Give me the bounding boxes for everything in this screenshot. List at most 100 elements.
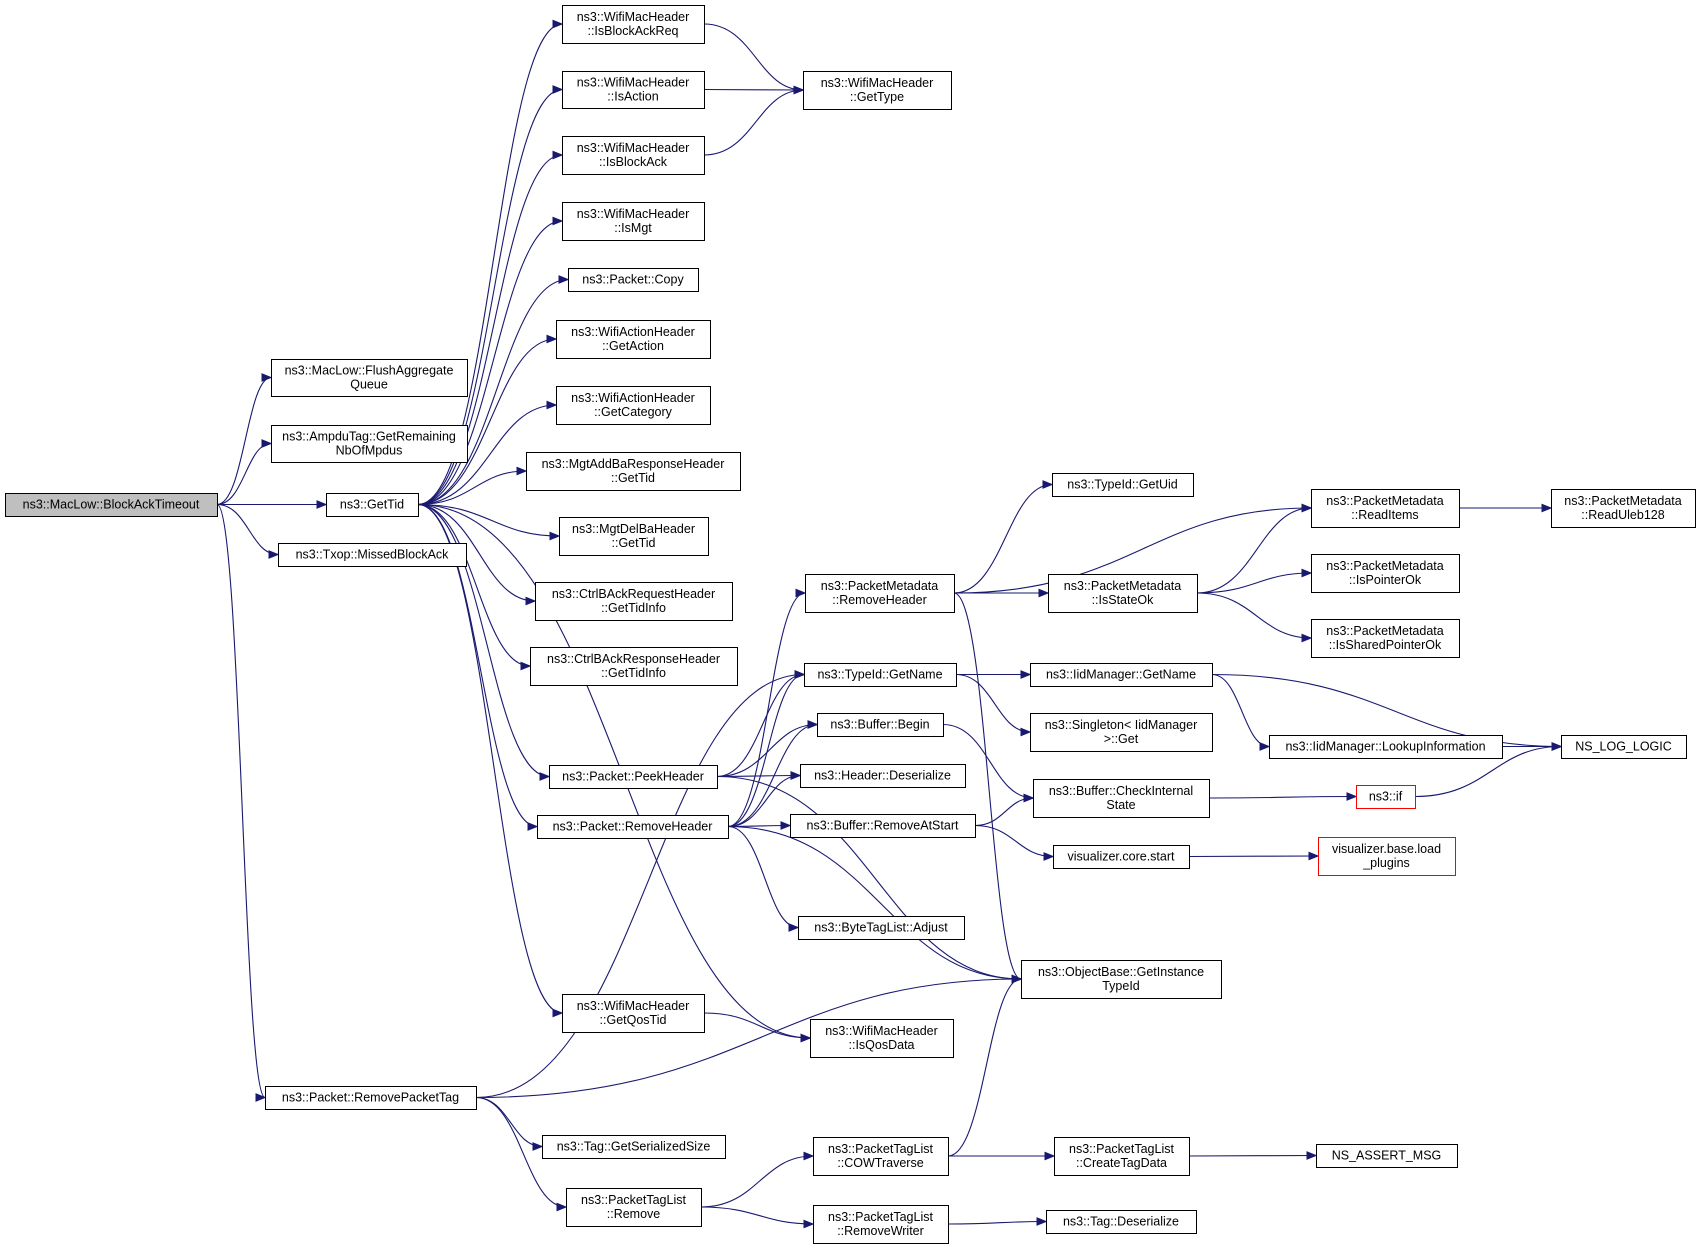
node-removeheader[interactable]: ns3::Packet::RemoveHeader bbox=[537, 815, 729, 839]
edge-line bbox=[703, 89, 804, 156]
node-box bbox=[556, 320, 711, 359]
node-nsloglogic[interactable]: NS_LOG_LOGIC bbox=[1561, 735, 1687, 759]
node-isqosdata[interactable]: ns3::WifiMacHeader::IsQosData bbox=[810, 1019, 954, 1058]
node-packetcopy[interactable]: ns3::Packet::Copy bbox=[568, 268, 699, 292]
arrowhead bbox=[1038, 588, 1050, 598]
node-isblockackreq[interactable]: ns3::WifiMacHeader::IsBlockAckReq bbox=[562, 5, 705, 44]
edge-line bbox=[953, 507, 1312, 594]
node-delbagettid[interactable]: ns3::MgtDelBaHeader::GetTid bbox=[559, 517, 709, 556]
node-removewriter[interactable]: ns3::PacketTagList::RemoveWriter bbox=[813, 1205, 949, 1244]
node-lookupinformation[interactable]: ns3::IidManager::LookupInformation bbox=[1269, 735, 1503, 759]
node-nsassertmsg[interactable]: NS_ASSERT_MSG bbox=[1316, 1144, 1458, 1168]
node-cowtraverse[interactable]: ns3::PacketTagList::COWTraverse bbox=[813, 1137, 949, 1176]
node-iidgetname[interactable]: ns3::IidManager::GetName bbox=[1030, 663, 1213, 687]
node-readitems[interactable]: ns3::PacketMetadata::ReadItems bbox=[1311, 489, 1460, 528]
node-box bbox=[530, 647, 738, 686]
node-issharedpointerok[interactable]: ns3::PacketMetadata::IsSharedPointerOk bbox=[1311, 619, 1460, 658]
node-loadplugins[interactable]: visualizer.base.load_plugins bbox=[1318, 837, 1456, 876]
node-label: ns3::Txop::MissedBlockAck bbox=[296, 548, 450, 562]
edge-line bbox=[1414, 745, 1562, 798]
arrowhead bbox=[1020, 727, 1032, 737]
node-gettype[interactable]: ns3::WifiMacHeader::GetType bbox=[803, 71, 952, 110]
node-label: Queue bbox=[350, 378, 388, 392]
node-bufferbegin[interactable]: ns3::Buffer::Begin bbox=[817, 713, 944, 737]
node-getcategory[interactable]: ns3::WifiActionHeader::GetCategory bbox=[556, 386, 711, 425]
node-getuid[interactable]: ns3::TypeId::GetUid bbox=[1052, 473, 1194, 497]
node-readuleb128[interactable]: ns3::PacketMetadata::ReadUleb128 bbox=[1551, 489, 1696, 528]
edge-line bbox=[475, 673, 805, 1099]
call-graph-nodes: ns3::MacLow::BlockAckTimeout ns3::MacLow:… bbox=[5, 5, 1696, 1244]
node-label: ::GetTidInfo bbox=[601, 666, 666, 680]
edge-isstateok-to-ispointerok bbox=[1196, 568, 1313, 594]
edge-line bbox=[955, 673, 1031, 733]
node-vizstart[interactable]: visualizer.core.start bbox=[1053, 845, 1190, 869]
edge-blockacktimeout-to-flushaggregate bbox=[216, 373, 273, 506]
arrowhead bbox=[1259, 742, 1271, 751]
edge-ptlremove-to-removewriter bbox=[700, 1206, 815, 1229]
node-box bbox=[1311, 489, 1460, 528]
node-nsif[interactable]: ns3::if bbox=[1356, 785, 1416, 809]
edge-gettid-to-getaction bbox=[417, 334, 558, 506]
node-createtagdata[interactable]: ns3::PacketTagList::CreateTagData bbox=[1054, 1137, 1190, 1176]
arrowhead bbox=[516, 466, 528, 476]
node-reqgettidinfo[interactable]: ns3::CtrlBAckRequestHeader::GetTidInfo bbox=[535, 582, 733, 621]
node-box bbox=[813, 1137, 949, 1176]
node-label: ::ReadItems bbox=[1351, 508, 1418, 522]
node-blockacktimeout[interactable]: ns3::MacLow::BlockAckTimeout bbox=[5, 493, 218, 517]
node-box bbox=[535, 582, 733, 621]
node-singletonget[interactable]: ns3::Singleton< IidManager>::Get bbox=[1030, 713, 1213, 752]
arrowhead bbox=[1301, 503, 1313, 513]
node-peekheader[interactable]: ns3::Packet::PeekHeader bbox=[549, 765, 718, 789]
edge-line bbox=[216, 503, 279, 556]
node-typeidgetname[interactable]: ns3::TypeId::GetName bbox=[804, 663, 957, 687]
node-respgettidinfo[interactable]: ns3::CtrlBAckResponseHeader::GetTidInfo bbox=[530, 647, 738, 686]
node-pmremoveheader[interactable]: ns3::PacketMetadata::RemoveHeader bbox=[805, 574, 955, 613]
node-headerdeserialize[interactable]: ns3::Header::Deserialize bbox=[800, 764, 966, 788]
node-getserializedsize[interactable]: ns3::Tag::GetSerializedSize bbox=[542, 1135, 726, 1159]
edge-line bbox=[216, 503, 266, 1099]
node-box bbox=[271, 359, 468, 397]
arrowhead bbox=[261, 373, 273, 382]
node-label: ns3::Packet::RemovePacketTag bbox=[282, 1091, 459, 1105]
node-box bbox=[1030, 663, 1213, 687]
node-box bbox=[326, 493, 419, 517]
node-gettid[interactable]: ns3::GetTid bbox=[326, 493, 419, 517]
node-box bbox=[790, 814, 976, 838]
node-addbagettid[interactable]: ns3::MgtAddBaResponseHeader::GetTid bbox=[526, 452, 741, 491]
node-label: ns3::WifiActionHeader bbox=[571, 325, 695, 339]
arrowhead bbox=[552, 85, 564, 94]
edge-line bbox=[475, 1096, 543, 1148]
node-ismgt[interactable]: ns3::WifiMacHeader::IsMgt bbox=[562, 202, 705, 241]
node-label: ns3::Packet::PeekHeader bbox=[562, 770, 704, 784]
node-label: ns3::Buffer::RemoveAtStart bbox=[807, 819, 959, 833]
arrowhead bbox=[807, 720, 819, 729]
node-label: ns3::PacketTagList bbox=[1069, 1142, 1174, 1156]
arrowhead bbox=[800, 1033, 812, 1043]
node-ispointerok[interactable]: ns3::PacketMetadata::IsPointerOk bbox=[1311, 554, 1460, 593]
node-adjust[interactable]: ns3::ByteTagList::Adjust bbox=[798, 916, 965, 940]
node-missedblockack[interactable]: ns3::Txop::MissedBlockAck bbox=[278, 543, 467, 567]
node-box bbox=[526, 452, 741, 491]
node-tagdeserialize[interactable]: ns3::Tag::Deserialize bbox=[1046, 1210, 1197, 1234]
node-ptlremove[interactable]: ns3::PacketTagList::Remove bbox=[566, 1188, 702, 1227]
node-isblockack[interactable]: ns3::WifiMacHeader::IsBlockAck bbox=[562, 136, 705, 175]
arrowhead bbox=[803, 1219, 815, 1229]
edge-line bbox=[1211, 673, 1562, 748]
node-box bbox=[803, 71, 952, 110]
node-isstateok[interactable]: ns3::PacketMetadata::IsStateOk bbox=[1048, 574, 1198, 613]
node-label: ns3::Singleton< IidManager bbox=[1045, 718, 1198, 732]
edge-isblockack-to-gettype bbox=[703, 85, 805, 156]
edge-removeheader-to-typeidgetname bbox=[727, 670, 806, 828]
node-isaction[interactable]: ns3::WifiMacHeader::IsAction bbox=[562, 71, 705, 109]
node-removeatstart[interactable]: ns3::Buffer::RemoveAtStart bbox=[790, 814, 976, 838]
node-getqostid[interactable]: ns3::WifiMacHeader::GetQosTid bbox=[562, 994, 705, 1033]
edge-cowtraverse-to-createtagdata bbox=[948, 1151, 1056, 1161]
node-getaction[interactable]: ns3::WifiActionHeader::GetAction bbox=[556, 320, 711, 359]
node-removepackettag[interactable]: ns3::Packet::RemovePacketTag bbox=[265, 1086, 477, 1110]
node-label: ::ReadUleb128 bbox=[1581, 508, 1664, 522]
node-label: ns3::PacketTagList bbox=[581, 1193, 686, 1207]
